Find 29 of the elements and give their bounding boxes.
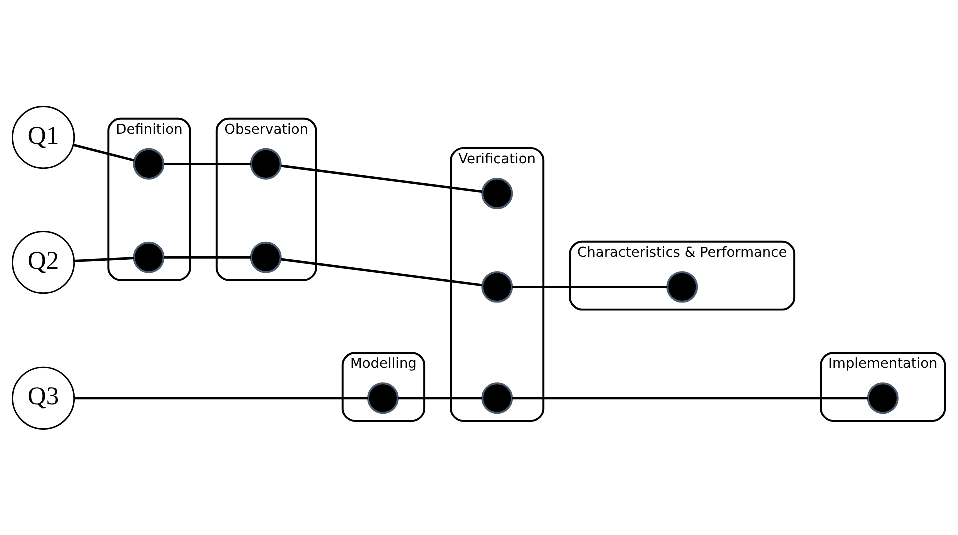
node-circle (250, 241, 282, 273)
node-circle: Q1 (12, 106, 76, 169)
node-circle (367, 382, 399, 414)
connector (280, 164, 483, 193)
node-circle: Q3 (12, 366, 76, 430)
cluster: Verification (450, 146, 545, 422)
node-circle (250, 148, 282, 180)
node-circle (482, 177, 514, 209)
node-circle (133, 241, 165, 273)
cluster: Modelling (342, 352, 426, 422)
cluster: Implementation (820, 352, 946, 422)
cluster: Definition (108, 117, 192, 281)
cluster: Observation (216, 117, 318, 281)
connector (398, 396, 482, 400)
connector (74, 396, 368, 400)
node-circle (133, 148, 165, 180)
connector (73, 143, 135, 162)
connector (512, 285, 668, 288)
connector (164, 162, 252, 165)
node-circle: Q2 (12, 230, 76, 294)
node-circle (666, 270, 698, 302)
node-circle (482, 382, 514, 414)
node-circle (867, 382, 899, 414)
connector (512, 396, 868, 400)
connector (164, 256, 252, 258)
connector (280, 258, 483, 286)
node-circle (482, 270, 514, 302)
connector (74, 256, 134, 262)
cluster: Characteristics & Performance (569, 240, 796, 310)
